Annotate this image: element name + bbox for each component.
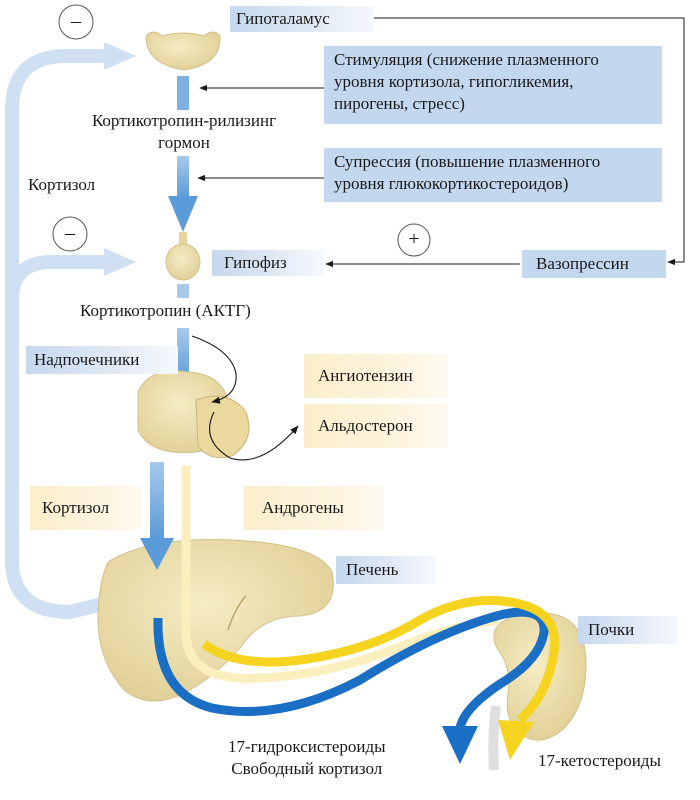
crh-label: Кортикотропин-рилизинг гормон bbox=[72, 110, 296, 154]
crh-line-1: Кортикотропин-рилизинг bbox=[91, 111, 277, 130]
hydroxy-line-1: 17-гидроксистероиды bbox=[228, 737, 386, 756]
aldosterone-label: Альдостерон bbox=[304, 404, 448, 448]
acth-label: Кортикотропин (АКТГ) bbox=[80, 301, 251, 320]
suppression-line-2: уровня глюкокортикостероидов) bbox=[334, 174, 569, 193]
cortisol-feedback-branch bbox=[5, 255, 110, 301]
hypothalamus-label: Гипоталамус bbox=[230, 6, 374, 32]
acth-stem bbox=[177, 328, 189, 384]
cortisol-feedback-label: Кортизол bbox=[28, 175, 96, 194]
kidney-shape bbox=[493, 611, 587, 741]
feedback-arrowhead-mid bbox=[104, 248, 136, 276]
liver-shape bbox=[97, 539, 334, 702]
hydroxy-arrowhead bbox=[442, 726, 478, 764]
angiotensin-label: Ангиотензин bbox=[304, 354, 448, 398]
pituitary-shape bbox=[165, 243, 201, 281]
cortisol-arrowhead bbox=[140, 538, 174, 570]
plus-sign: + bbox=[408, 228, 420, 250]
pituitary-stalk bbox=[179, 232, 187, 244]
adrenal-lobe bbox=[195, 395, 250, 459]
aldosterone-arrow bbox=[209, 411, 299, 461]
crh-stem-bottom bbox=[177, 156, 189, 198]
hydroxy-label: 17-гидроксистероиды Свободный кортизол bbox=[228, 736, 386, 780]
hypothalamus-vasopressin-line bbox=[374, 17, 685, 266]
suppression-box: Супрессия (повышение плазменного уровня … bbox=[324, 148, 662, 202]
angiotensin-arrow bbox=[191, 335, 237, 404]
suppression-line-1: Супрессия (повышение плазменного bbox=[334, 152, 601, 171]
minus-sign-mid: – bbox=[65, 222, 75, 244]
hypothalamus-shape bbox=[145, 31, 221, 71]
pituitary-label: Гипофиз bbox=[212, 250, 324, 276]
stimulation-box: Стимуляция (снижение плазменного уровня … bbox=[324, 46, 662, 124]
crh-line-2: гормон bbox=[158, 133, 210, 152]
feedback-arrowhead-top bbox=[104, 42, 136, 70]
stimulation-line-1: Стимуляция (снижение плазменного bbox=[334, 50, 599, 69]
hydroxy-path bbox=[153, 607, 549, 730]
keto-label: 17-кетостероиды bbox=[538, 751, 661, 770]
plus-circle bbox=[397, 223, 431, 257]
cortisol-label: Кортизол bbox=[30, 486, 142, 530]
cortisol-feedback-loop bbox=[5, 49, 157, 620]
minus-circle-top bbox=[58, 4, 94, 40]
ureter bbox=[488, 705, 501, 771]
minus-circle-mid bbox=[52, 216, 88, 252]
liver-label: Печень bbox=[336, 556, 436, 584]
stimulation-line-3: пирогены, стресс) bbox=[334, 94, 465, 113]
acth-stem-top bbox=[177, 284, 189, 298]
hydroxy-line-2: Свободный кортизол bbox=[231, 759, 383, 778]
keto-path bbox=[201, 595, 560, 724]
vasopressin-label: Вазопрессин bbox=[522, 250, 666, 278]
adrenals-label: Надпочечники bbox=[26, 346, 178, 374]
kidneys-label: Почки bbox=[578, 616, 678, 644]
cortisol-stem bbox=[150, 462, 164, 538]
androgens-label: Андрогены bbox=[244, 486, 384, 530]
crh-stem-top bbox=[177, 76, 189, 110]
keto-arrowhead bbox=[498, 720, 534, 760]
crh-arrowhead bbox=[168, 196, 198, 232]
stimulation-line-2: уровня кортизола, гипогликемия, bbox=[334, 72, 574, 91]
minus-sign-top: – bbox=[71, 10, 81, 32]
liver-lobe-line bbox=[227, 595, 247, 631]
